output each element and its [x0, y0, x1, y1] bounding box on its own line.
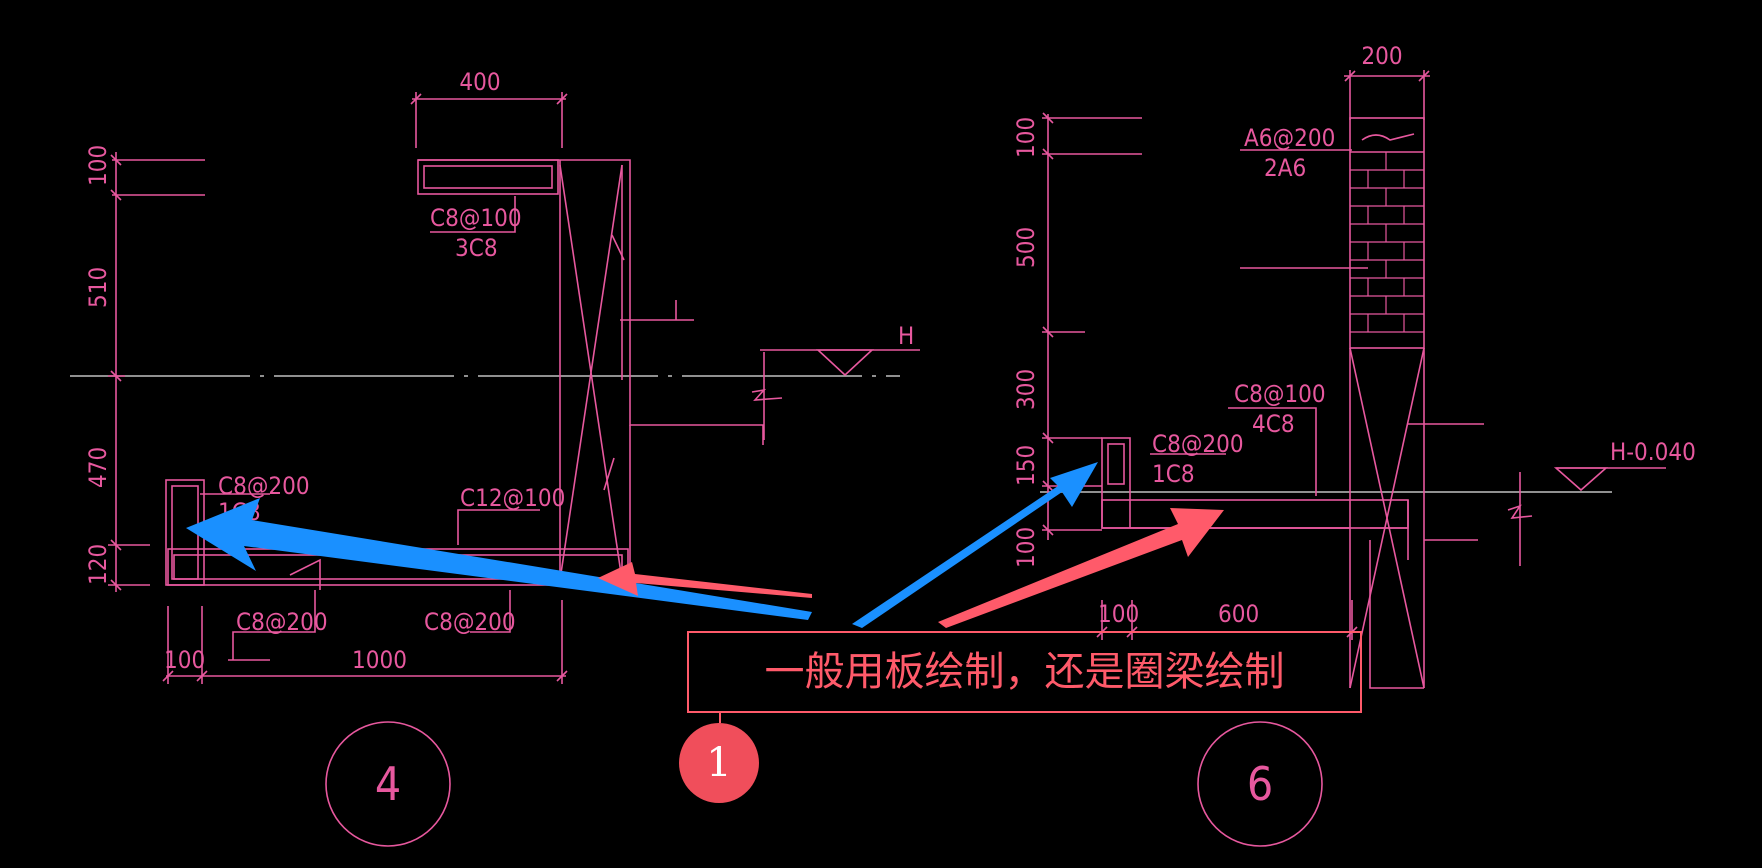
rebar-c8-100-top: C8@100: [430, 204, 522, 232]
detail-6-marker-circle: [1197, 721, 1323, 847]
blue-arrow-left: [186, 498, 812, 620]
rebar-2a6: 2A6: [1264, 154, 1306, 182]
dim-100-lower: 100: [1012, 527, 1040, 568]
rebar-c8-200-left: C8@200: [218, 472, 310, 500]
rebar-c8-200-bottom-right: C8@200: [424, 608, 516, 636]
blue-arrow-right: [852, 462, 1098, 628]
level-h: H: [898, 322, 914, 350]
detail-6: [1042, 70, 1666, 847]
dim-300: 300: [1012, 369, 1040, 410]
annotation-callout-text: 一般用板绘制，还是圈梁绘制: [687, 631, 1362, 713]
detail-4-marker-circle: [325, 721, 451, 847]
detail-4-number: 4: [375, 757, 401, 811]
dim-600: 600: [1218, 600, 1259, 628]
red-arrow-left: [598, 562, 812, 598]
rebar-c8-200-bottom-left: C8@200: [236, 608, 328, 636]
red-arrow-right: [938, 508, 1224, 628]
detail-4: [108, 92, 920, 847]
dim-120: 120: [84, 544, 112, 585]
dim-100-bottom-6: 100: [1098, 600, 1139, 628]
rebar-c8-200-beam: C8@200: [1152, 430, 1244, 458]
dim-400: 400: [459, 68, 500, 96]
dim-100-top: 100: [1012, 117, 1040, 158]
dim-150: 150: [1012, 445, 1040, 486]
rebar-1c8-beam: 1C8: [1152, 460, 1195, 488]
rebar-a6-200: A6@200: [1244, 124, 1335, 152]
detail-6-texts: 200 100 500 300 150 100 A6@200 2A6 C8@10…: [1012, 42, 1696, 811]
axis-lines: [70, 375, 1612, 493]
dim-1000: 1000: [352, 646, 407, 674]
dim-100-bottom: 100: [164, 646, 205, 674]
dim-470: 470: [84, 447, 112, 488]
annotation-number-badge: 1: [679, 723, 759, 803]
level-h-0040: H-0.040: [1610, 438, 1696, 466]
rebar-c8-100-mid: C8@100: [1234, 380, 1326, 408]
dim-100-left: 100: [84, 145, 112, 186]
rebar-3c8: 3C8: [455, 234, 498, 262]
rebar-c12-100: C12@100: [460, 484, 565, 512]
dim-500: 500: [1012, 227, 1040, 268]
detail-6-number: 6: [1247, 757, 1273, 811]
rebar-4c8: 4C8: [1252, 410, 1295, 438]
dim-510: 510: [84, 267, 112, 308]
dim-200: 200: [1361, 42, 1402, 70]
annotation-arrows: [186, 462, 1224, 723]
